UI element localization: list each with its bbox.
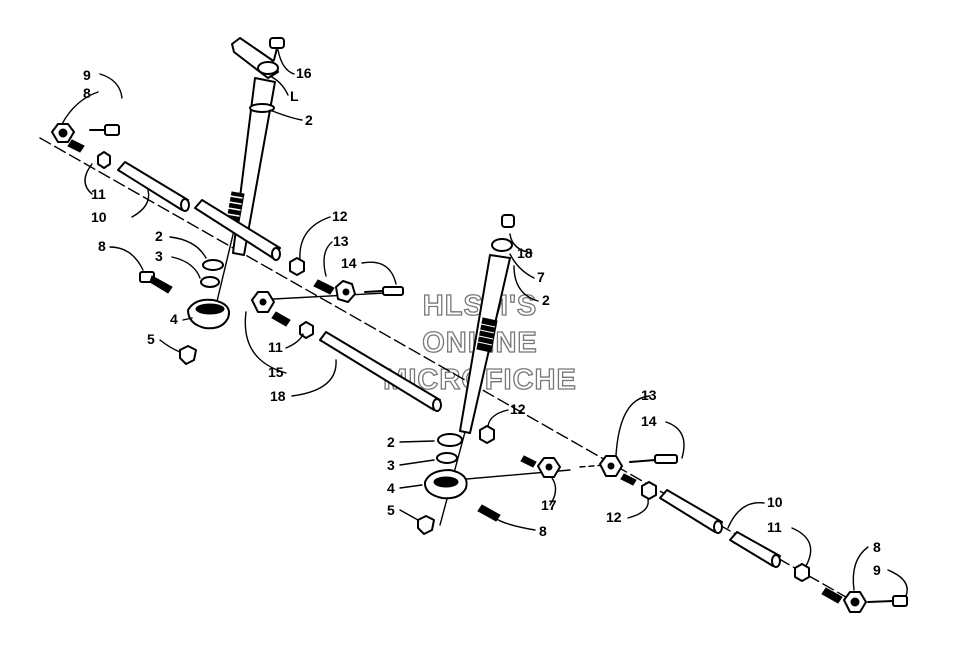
callout-upper-center-rod: 18 <box>270 388 286 404</box>
callout-right-arm: 7 <box>537 269 545 285</box>
callout-lower-washer-2: 3 <box>387 457 395 473</box>
callout-right-tie-rod: 10 <box>767 494 783 510</box>
callout-upper-rod-end: 15 <box>268 364 284 380</box>
lower-center-assembly <box>417 425 561 535</box>
callout-right-ball-joint: 13 <box>641 387 657 403</box>
callout-lower-rod-end: 17 <box>541 497 557 513</box>
callout-left-arm: L <box>290 88 299 104</box>
callout-upper-tie-rod: 10 <box>91 209 107 225</box>
left-steering-post <box>212 37 285 319</box>
callout-upper-nut: 12 <box>332 208 348 224</box>
callout-lower-steering-arm: 4 <box>387 480 395 496</box>
callout-right-cap-bolt: 18 <box>517 245 533 261</box>
callout-upper-bolt: 14 <box>341 255 357 271</box>
callout-upper-jam-nut-2: 11 <box>268 339 283 355</box>
callout-lower-lock-nut: 5 <box>387 502 395 518</box>
callout-lower-nut: 12 <box>510 401 526 417</box>
callout-right-bolt-end: 9 <box>873 562 881 578</box>
callout-right-bolt: 14 <box>641 413 657 429</box>
callout-upper-jam-nut: 11 <box>91 186 106 202</box>
callout-lower-bolt: 8 <box>539 523 547 539</box>
callout-right-bushing: 2 <box>542 292 550 308</box>
callout-upper-ball-joint: 13 <box>333 233 349 249</box>
callout-upper-washer: 2 <box>155 228 163 244</box>
callout-labels: 9 8 11 10 16 L 2 12 13 14 8 2 3 4 5 11 1… <box>83 65 881 578</box>
callout-upper-lock-nut: 5 <box>147 331 155 347</box>
lower-right-tie-rod-assembly <box>599 454 908 613</box>
callout-lower-washer: 2 <box>387 434 395 450</box>
callout-upper-bolt-lower: 8 <box>98 238 106 254</box>
callout-upper-washer-2: 3 <box>155 248 163 264</box>
upper-left-tie-rod-assembly <box>51 123 442 412</box>
callout-upper-tie-rod-end: 9 <box>83 67 91 83</box>
callout-leaders <box>61 49 908 597</box>
callout-upper-steering-arm: 4 <box>170 311 178 327</box>
watermark-line-1: HLSM'S <box>423 290 537 322</box>
callout-left-cap-bolt: 16 <box>296 65 312 81</box>
callout-left-bushing: 2 <box>305 112 313 128</box>
callout-right-nut: 12 <box>606 509 622 525</box>
callout-right-tie-rod-end: 8 <box>873 539 881 555</box>
callout-right-jam-nut: 11 <box>767 519 782 535</box>
callout-upper-tie-rod-end-bolt: 8 <box>83 85 91 101</box>
